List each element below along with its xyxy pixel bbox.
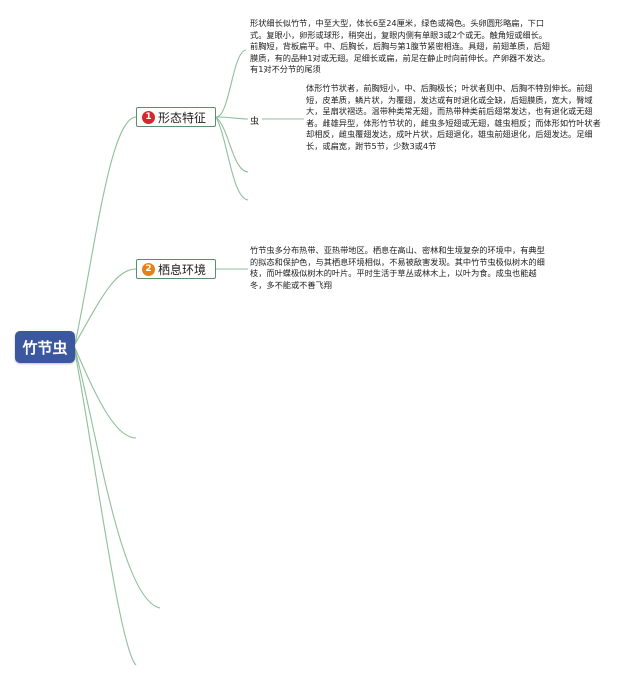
number-badge-1: 1: [142, 110, 155, 124]
branch-node-morphology[interactable]: 1 形态特征: [136, 107, 216, 127]
link-root-empty-3: [74, 351, 137, 666]
link-branch1-detail: [215, 49, 247, 118]
link-branch1-empty-2: [215, 116, 249, 201]
root-node[interactable]: 竹节虫: [15, 331, 75, 363]
branch-label: 栖息环境: [158, 262, 207, 277]
branch-label: 形态特征: [158, 110, 207, 125]
link-root-branch2: [74, 268, 137, 345]
number-badge-2: 2: [142, 262, 155, 276]
branch-node-habitat[interactable]: 2 栖息环境: [136, 259, 216, 279]
link-root-branch1: [74, 116, 137, 345]
link-root-empty-2: [74, 349, 161, 609]
root-label: 竹节虫: [22, 338, 68, 357]
morphology-detail-text: 形状细长似竹节，中至大型，体长6至24厘米，绿色或褐色。头卵圆形略扁，下口式。复…: [250, 18, 550, 75]
link-branch1-empty-1: [215, 116, 249, 173]
link-root-empty-1: [74, 347, 137, 439]
habitat-detail-text: 竹节虫多分布热带、亚热带地区。栖息在高山、密林和生境复杂的环境中，有典型的拟态和…: [250, 245, 545, 290]
link-branch1-sub: [215, 116, 249, 120]
sub-detail-text: 体形竹节状者，前胸短小，中、后胸极长；叶状者则中、后胸不特别伸长。前翅短，皮革质…: [306, 83, 601, 151]
sub-node-label[interactable]: 虫: [250, 117, 260, 127]
